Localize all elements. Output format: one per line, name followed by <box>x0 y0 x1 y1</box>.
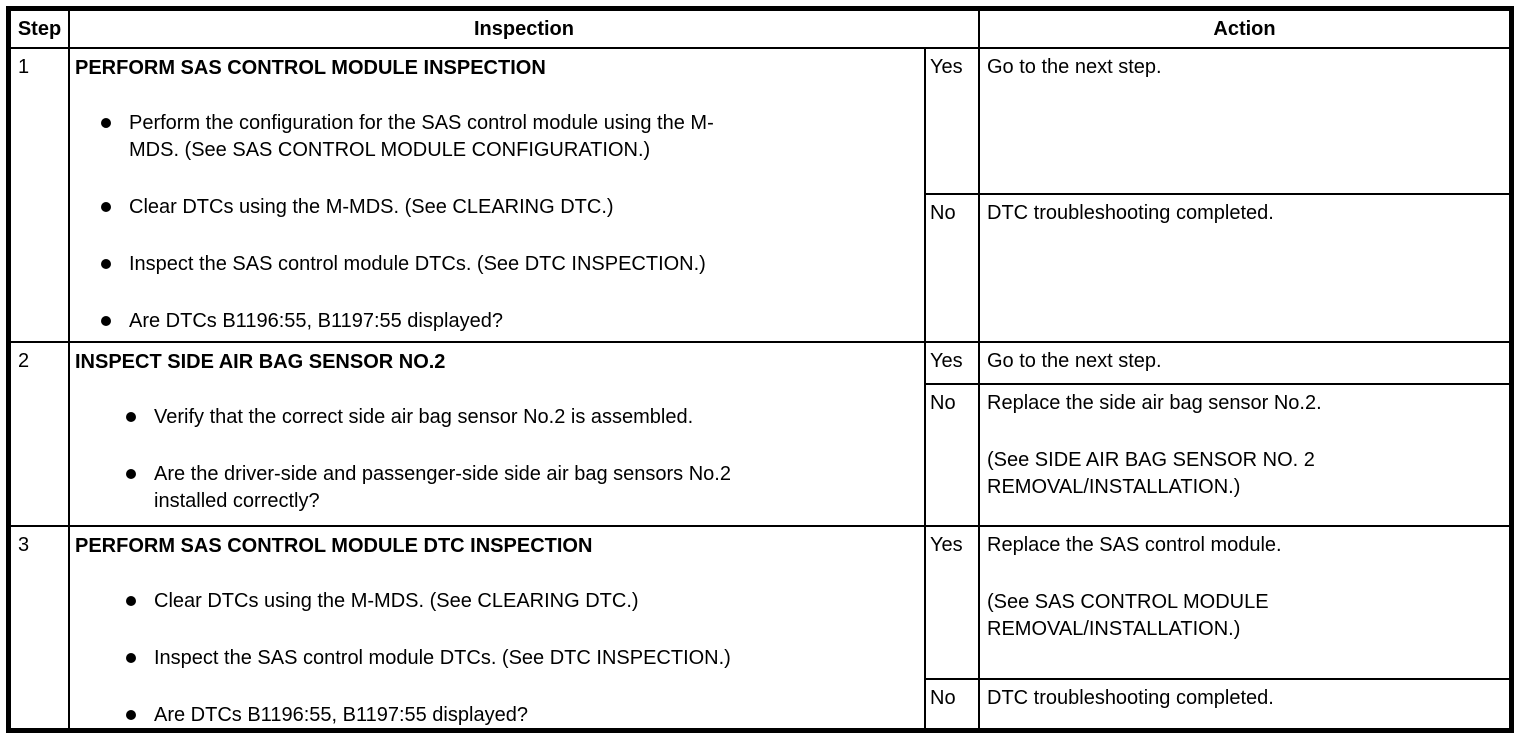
bullet-list: Verify that the correct side air bag sen… <box>126 404 918 515</box>
yes-label-2: Yes <box>926 343 980 385</box>
yes-action-3: Replace the SAS control module. (See SAS… <box>980 527 1509 680</box>
bullet-icon <box>101 259 111 269</box>
no-label-1: No <box>926 195 980 343</box>
troubleshooting-table: Step Inspection Action 1 PERFORM SAS CON… <box>6 6 1514 733</box>
bullet-text: Perform the configuration for the SAS co… <box>129 112 714 161</box>
bullet-icon <box>126 653 136 663</box>
no-action-3: DTC troubleshooting completed. <box>980 680 1509 728</box>
step-number-3: 3 <box>11 527 70 728</box>
header-inspection: Inspection <box>70 11 980 49</box>
bullet-item: Inspect the SAS control module DTCs. (Se… <box>101 251 754 278</box>
bullet-list: Perform the configuration for the SAS co… <box>101 110 918 335</box>
action-text: DTC troubleshooting completed. <box>987 687 1274 709</box>
bullet-item: Inspect the SAS control module DTCs. (Se… <box>126 645 779 672</box>
inspection-cell-1: PERFORM SAS CONTROL MODULE INSPECTION Pe… <box>70 49 926 343</box>
step-title: INSPECT SIDE AIR BAG SENSOR NO.2 <box>75 351 446 373</box>
no-label-2: No <box>926 385 980 527</box>
action-text: Go to the next step. <box>987 56 1162 78</box>
action-reference: (See SIDE AIR BAG SENSOR NO. 2 REMOVAL/I… <box>987 449 1315 498</box>
bullet-item: Clear DTCs using the M-MDS. (See CLEARIN… <box>101 194 754 221</box>
bullet-text: Are the driver-side and passenger-side s… <box>154 463 731 512</box>
inspection-cell-3: PERFORM SAS CONTROL MODULE DTC INSPECTIO… <box>70 527 926 728</box>
action-reference: (See SAS CONTROL MODULE REMOVAL/INSTALLA… <box>987 591 1269 640</box>
yes-label-1: Yes <box>926 49 980 195</box>
bullet-icon <box>101 202 111 212</box>
bullet-icon <box>126 596 136 606</box>
bullet-text: Inspect the SAS control module DTCs. (Se… <box>129 253 706 275</box>
header-step: Step <box>11 11 70 49</box>
yes-action-1: Go to the next step. <box>980 49 1509 195</box>
bullet-item: Are the driver-side and passenger-side s… <box>126 461 779 515</box>
bullet-text: Verify that the correct side air bag sen… <box>154 406 694 428</box>
bullet-item: Are DTCs B1196:55, B1197:55 displayed? <box>126 702 779 728</box>
step-title: PERFORM SAS CONTROL MODULE DTC INSPECTIO… <box>75 535 593 557</box>
bullet-item: Clear DTCs using the M-MDS. (See CLEARIN… <box>126 588 779 615</box>
table-grid: Step Inspection Action 1 PERFORM SAS CON… <box>11 11 1509 728</box>
bullet-text: Are DTCs B1196:55, B1197:55 displayed? <box>129 310 503 332</box>
step-title: PERFORM SAS CONTROL MODULE INSPECTION <box>75 57 546 79</box>
action-text: DTC troubleshooting completed. <box>987 202 1274 224</box>
bullet-icon <box>126 412 136 422</box>
step-number-2: 2 <box>11 343 70 527</box>
bullet-icon <box>126 469 136 479</box>
bullet-icon <box>126 710 136 720</box>
bullet-item: Verify that the correct side air bag sen… <box>126 404 779 431</box>
bullet-list: Clear DTCs using the M-MDS. (See CLEARIN… <box>126 588 918 728</box>
step-number-1: 1 <box>11 49 70 343</box>
yes-action-2: Go to the next step. <box>980 343 1509 385</box>
bullet-icon <box>101 316 111 326</box>
inspection-cell-2: INSPECT SIDE AIR BAG SENSOR NO.2 Verify … <box>70 343 926 527</box>
no-action-1: DTC troubleshooting completed. <box>980 195 1509 343</box>
action-text: Replace the side air bag sensor No.2. <box>987 392 1322 414</box>
bullet-icon <box>101 118 111 128</box>
header-action: Action <box>980 11 1509 49</box>
bullet-text: Clear DTCs using the M-MDS. (See CLEARIN… <box>129 196 614 218</box>
bullet-item: Perform the configuration for the SAS co… <box>101 110 754 164</box>
bullet-text: Inspect the SAS control module DTCs. (Se… <box>154 647 731 669</box>
bullet-text: Are DTCs B1196:55, B1197:55 displayed? <box>154 704 528 726</box>
no-label-3: No <box>926 680 980 728</box>
action-text: Go to the next step. <box>987 350 1162 372</box>
bullet-text: Clear DTCs using the M-MDS. (See CLEARIN… <box>154 590 639 612</box>
bullet-item: Are DTCs B1196:55, B1197:55 displayed? <box>101 308 754 335</box>
yes-label-3: Yes <box>926 527 980 680</box>
no-action-2: Replace the side air bag sensor No.2. (S… <box>980 385 1509 527</box>
action-text: Replace the SAS control module. <box>987 534 1282 556</box>
